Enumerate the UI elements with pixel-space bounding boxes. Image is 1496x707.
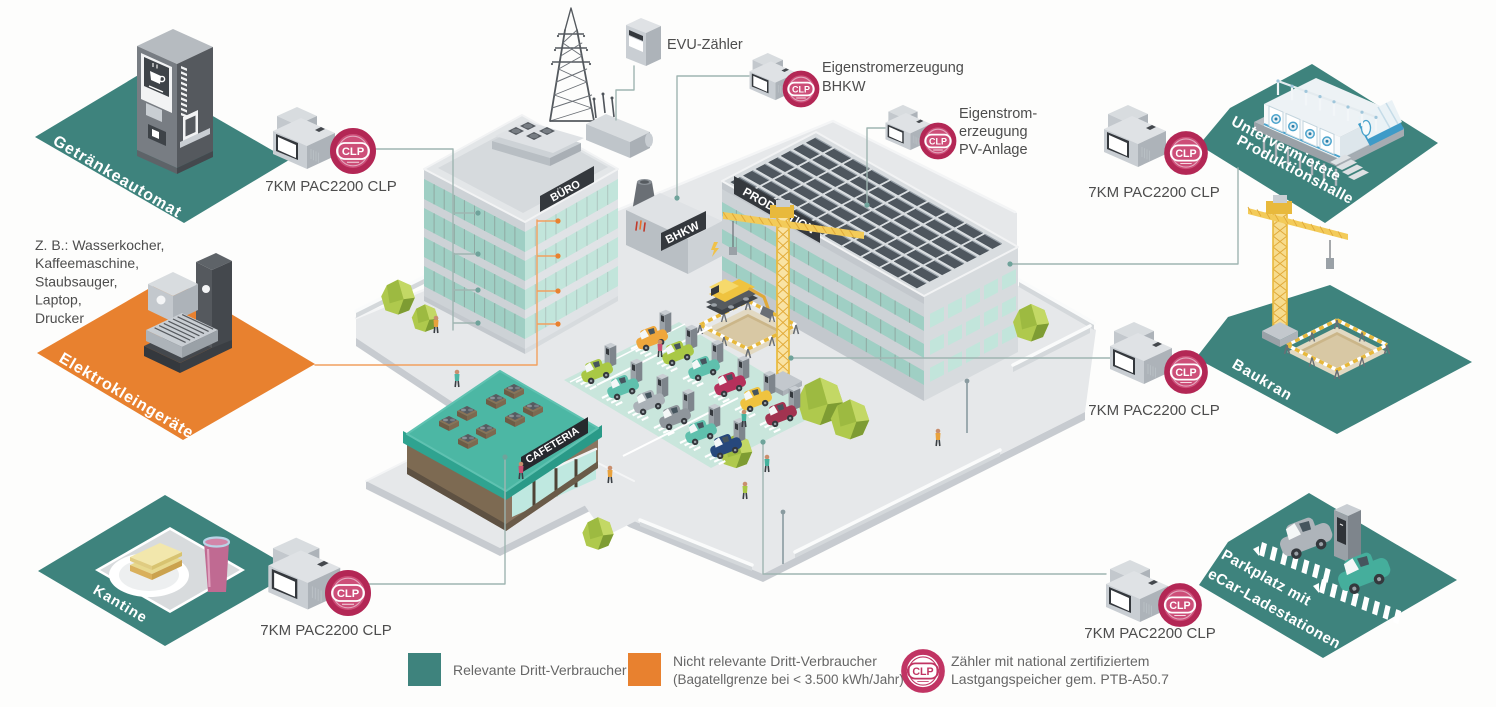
svg-text:Relevante Dritt-Verbraucher: Relevante Dritt-Verbraucher bbox=[453, 662, 627, 678]
svg-text:erzeugung: erzeugung bbox=[959, 124, 1028, 140]
svg-text:Kaffeemaschine,: Kaffeemaschine, bbox=[35, 255, 139, 271]
svg-text:CLP: CLP bbox=[342, 146, 365, 158]
svg-text:Z. B.: Wasserkocher,: Z. B.: Wasserkocher, bbox=[35, 237, 164, 253]
svg-text:CLP: CLP bbox=[1175, 367, 1196, 379]
svg-text:Lastgangspeicher gem. PTB-A50.: Lastgangspeicher gem. PTB-A50.7 bbox=[951, 671, 1169, 687]
svg-text:7KM PAC2200 CLP: 7KM PAC2200 CLP bbox=[1084, 625, 1215, 642]
svg-text:CLP: CLP bbox=[337, 588, 360, 600]
svg-text:EVU-Zähler: EVU-Zähler bbox=[667, 37, 743, 53]
svg-text:(Bagatellgrenze bei < 3.500 kW: (Bagatellgrenze bei < 3.500 kWh/Jahr) bbox=[673, 672, 904, 687]
svg-text:CLP: CLP bbox=[912, 666, 933, 678]
svg-text:7KM PAC2200 CLP: 7KM PAC2200 CLP bbox=[260, 622, 391, 639]
svg-text:Laptop,: Laptop, bbox=[35, 292, 82, 308]
svg-text:CLP: CLP bbox=[929, 136, 947, 146]
svg-text:PV-Anlage: PV-Anlage bbox=[959, 142, 1028, 158]
svg-text:7KM PAC2200 CLP: 7KM PAC2200 CLP bbox=[1088, 184, 1219, 201]
svg-text:Zähler mit national zertifizie: Zähler mit national zertifiziertem bbox=[951, 653, 1149, 669]
svg-text:Eigenstrom-: Eigenstrom- bbox=[959, 106, 1037, 122]
svg-text:CLP: CLP bbox=[1175, 148, 1196, 160]
svg-text:Drucker: Drucker bbox=[35, 310, 84, 326]
svg-text:Staubsauger,: Staubsauger, bbox=[35, 273, 118, 289]
svg-text:Nicht relevante Dritt-Verbrauc: Nicht relevante Dritt-Verbraucher bbox=[673, 653, 877, 669]
svg-text:7KM PAC2200 CLP: 7KM PAC2200 CLP bbox=[1088, 402, 1219, 419]
svg-text:BHKW: BHKW bbox=[822, 79, 866, 95]
svg-text:CLP: CLP bbox=[1169, 600, 1190, 612]
svg-text:CLP: CLP bbox=[792, 84, 810, 94]
svg-text:Eigenstromerzeugung: Eigenstromerzeugung bbox=[822, 60, 964, 76]
svg-text:7KM PAC2200 CLP: 7KM PAC2200 CLP bbox=[265, 178, 396, 195]
